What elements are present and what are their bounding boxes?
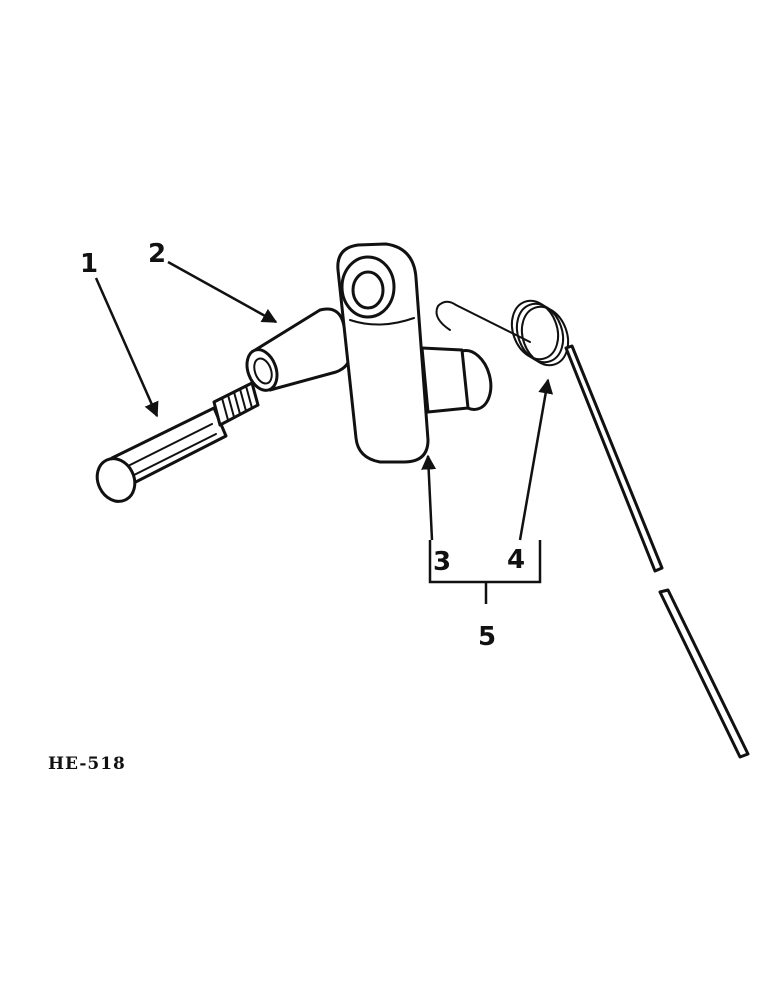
callout-3: 3 [433,547,451,577]
part-1-pin [95,381,260,503]
callout-2: 2 [148,239,166,269]
assembly-bracket [428,540,542,604]
leader-lines [94,260,554,541]
part-2-bushing [245,307,352,392]
figure-reference: HE-518 [48,754,126,774]
callout-5: 5 [478,622,496,652]
part-4-spring [435,299,750,759]
callout-1: 1 [80,249,98,279]
part-3-lever [336,242,493,464]
callout-4: 4 [507,545,525,575]
